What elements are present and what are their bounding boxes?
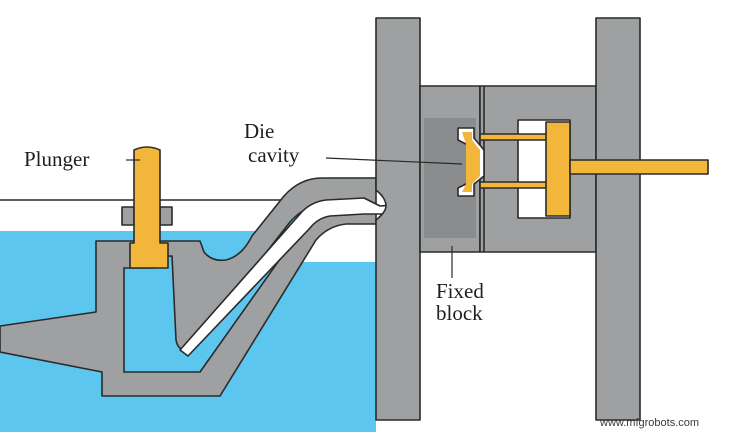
plunger-label: Plunger (24, 147, 89, 171)
ejector-plate (545, 121, 571, 217)
ejector-rod (569, 159, 709, 175)
fixed-block-label-line2: block (436, 301, 483, 325)
die-cavity-label-line2: cavity (248, 143, 300, 167)
watermark: www.mfgrobots.com (599, 417, 699, 429)
plunger-collar-right (159, 206, 173, 226)
casting-part (462, 132, 480, 192)
diagram-artwork (0, 17, 709, 432)
fixed-block-label-line1: Fixed (436, 279, 484, 303)
fixed-platen (375, 17, 421, 421)
plunger-collar-left (121, 206, 135, 226)
die-cavity-label-line1: Die (244, 119, 274, 143)
ejector-pin-top (479, 133, 551, 141)
ejector-pin-bottom (479, 181, 551, 189)
plunger-rod (129, 146, 169, 269)
die-cavity-leader (325, 157, 463, 165)
moving-platen (595, 17, 641, 421)
